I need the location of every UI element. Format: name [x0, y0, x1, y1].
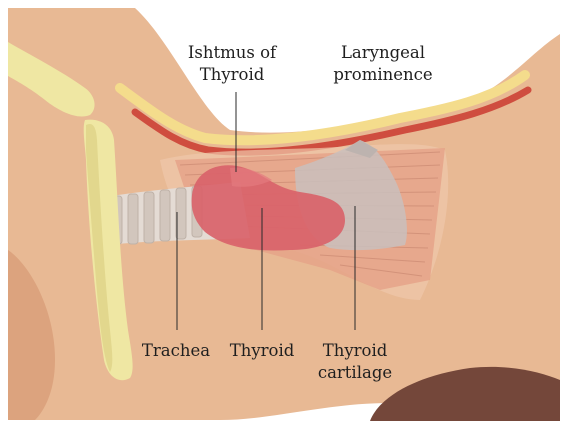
cartilage-label-line2: cartilage — [318, 363, 392, 382]
cartilage-label-line1: Thyroid — [323, 341, 388, 360]
trachea-label: Trachea — [142, 341, 210, 360]
isthmus-label-line2: Thyroid — [200, 65, 265, 84]
isthmus-label-line1: Ishtmus of — [188, 43, 278, 62]
prominence-label-line2: prominence — [333, 65, 432, 84]
prominence-label-line1: Laryngeal — [341, 43, 425, 62]
thyroid-label: Thyroid — [230, 341, 295, 360]
